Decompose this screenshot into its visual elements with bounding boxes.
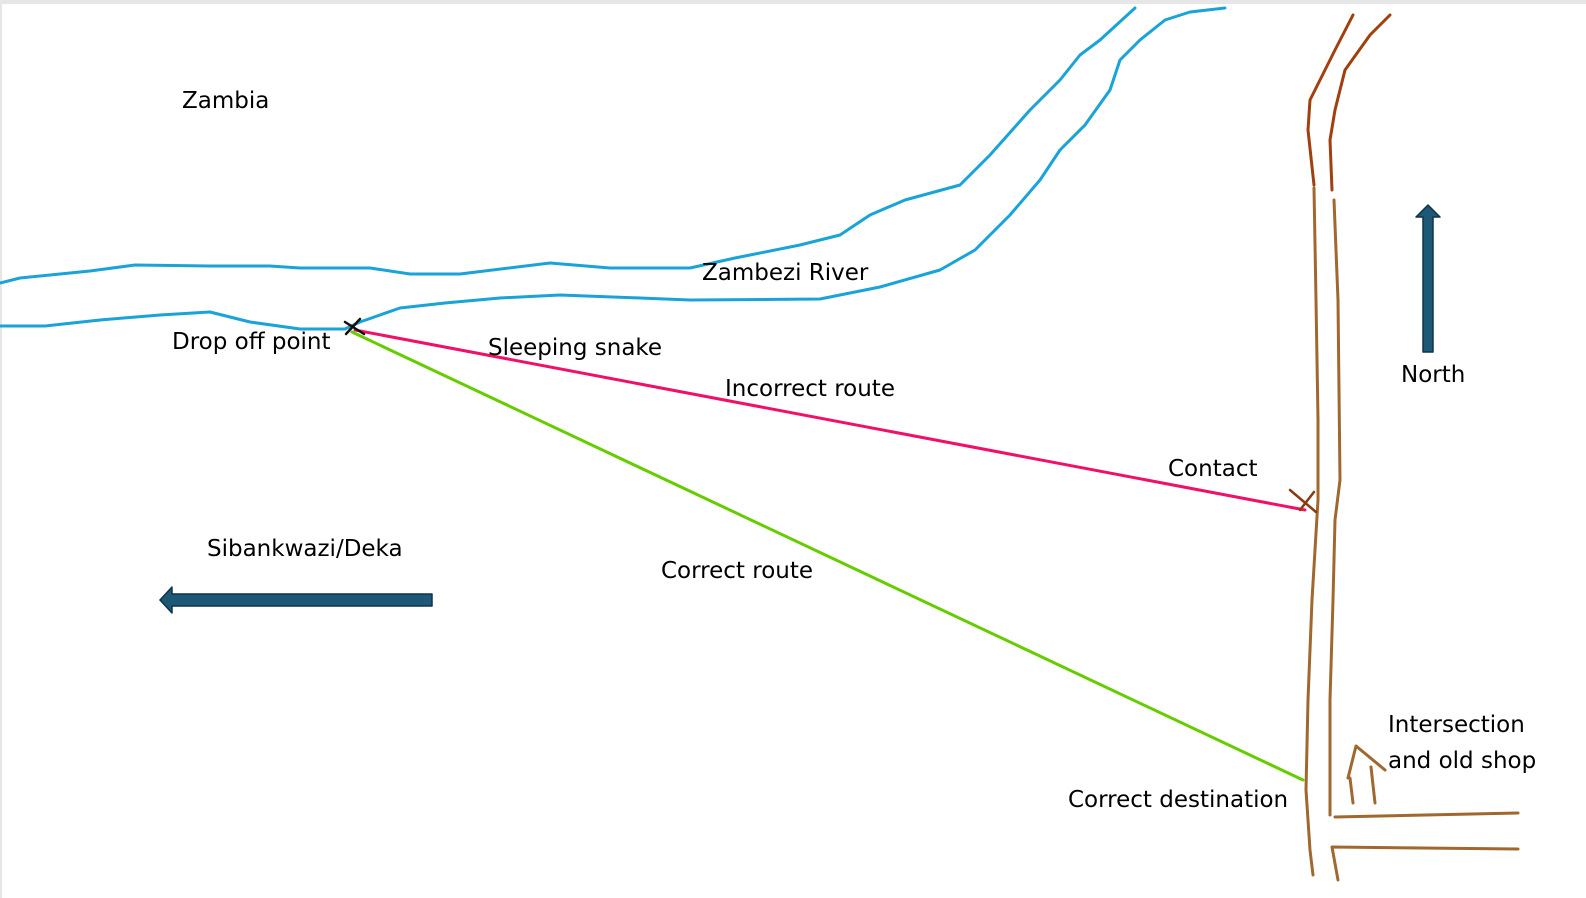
label-intersection: Intersection (1388, 712, 1525, 738)
label-zambia: Zambia (182, 88, 270, 114)
river-south-bank (0, 6, 1227, 331)
road-left-edge-top (1306, 13, 1355, 187)
road-right-edge (1328, 198, 1342, 817)
contact-x-icon (1288, 488, 1318, 514)
drop-off-x-icon (343, 317, 366, 336)
label-old-shop: and old shop (1388, 748, 1537, 774)
road-left-edge (1304, 186, 1320, 877)
west-arrow-icon (159, 586, 433, 614)
river-north-bank (0, 6, 1137, 285)
side-road-south-edge (1330, 845, 1520, 882)
label-incorrect-route: Incorrect route (725, 376, 895, 402)
label-correct-destination: Correct destination (1068, 787, 1289, 813)
label-zambezi-river: Zambezi River (702, 260, 869, 286)
old-shop-icon (1346, 744, 1387, 805)
label-drop-off-point: Drop off point (172, 329, 331, 355)
side-road-north-edge (1333, 811, 1520, 819)
north-arrow-icon (1415, 204, 1441, 353)
label-correct-route: Correct route (661, 558, 814, 584)
road-right-edge-top (1328, 13, 1392, 192)
label-north: North (1401, 362, 1466, 388)
label-contact: Contact (1168, 456, 1258, 482)
label-sibankwazi-deka: Sibankwazi/Deka (207, 536, 403, 562)
incorrect-route-line (353, 328, 1307, 512)
correct-route-line (350, 330, 1305, 782)
label-sleeping-snake: Sleeping snake (488, 335, 663, 361)
